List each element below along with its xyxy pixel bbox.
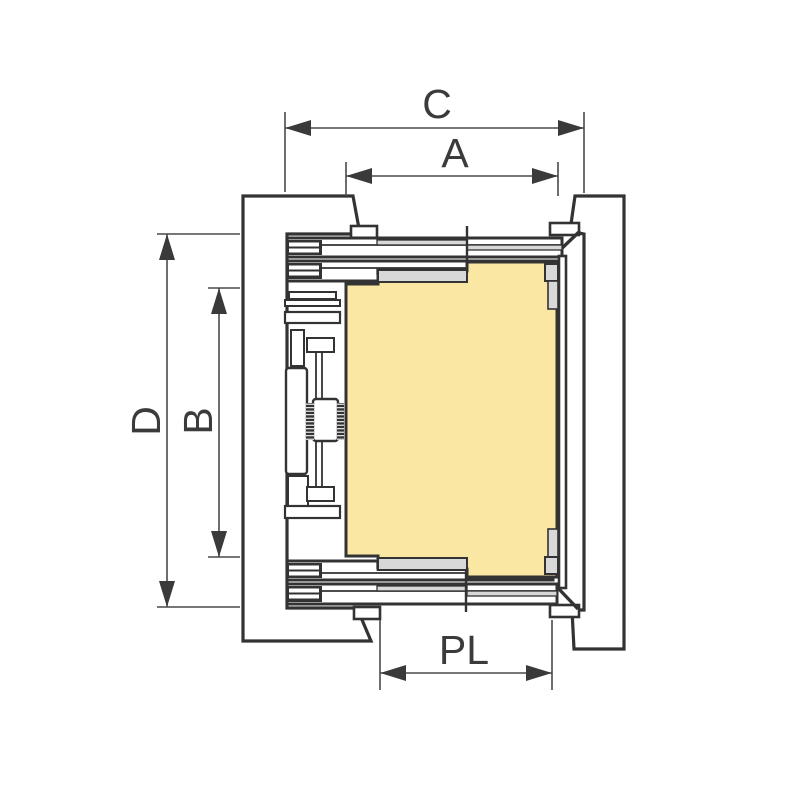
arrow-right-icon [526, 665, 552, 681]
left-bottom-jamb [352, 605, 382, 621]
arrow-left-icon [285, 120, 311, 136]
landing-door-track-top-outer [285, 236, 564, 259]
dimension-a: A [345, 130, 559, 196]
right-wall [568, 194, 626, 651]
arrow-right-icon [532, 168, 558, 184]
dimension-d-label: D [123, 406, 169, 436]
right-bottom-jamb [548, 585, 581, 619]
arrow-up-icon [211, 288, 227, 314]
arrow-up-icon [159, 234, 175, 260]
dimension-b-label: B [175, 407, 221, 434]
arrow-down-icon [211, 531, 227, 557]
ribbed-guide-left [306, 403, 314, 440]
ribbed-guide-right [337, 403, 344, 440]
dimension-pl: PL [379, 620, 553, 690]
dimension-c-label: C [422, 81, 452, 127]
dimension-b: B [175, 287, 240, 558]
car-panel-trim [377, 263, 559, 575]
arrow-down-icon [159, 581, 175, 607]
arrow-right-icon [558, 120, 584, 136]
car-frame-upright [557, 254, 568, 590]
landing-door-sill-bottom-outer [285, 582, 559, 606]
left-top-jamb [349, 224, 379, 240]
car-panel [344, 260, 559, 579]
arrow-left-icon [380, 665, 406, 681]
dimension-c: C [284, 81, 585, 193]
arrow-left-icon [346, 168, 372, 184]
door-operator-mechanism [283, 291, 344, 520]
dimension-pl-label: PL [439, 627, 489, 673]
dimension-d: D [123, 233, 240, 608]
dimension-a-label: A [441, 130, 469, 176]
left-wall [241, 194, 374, 643]
